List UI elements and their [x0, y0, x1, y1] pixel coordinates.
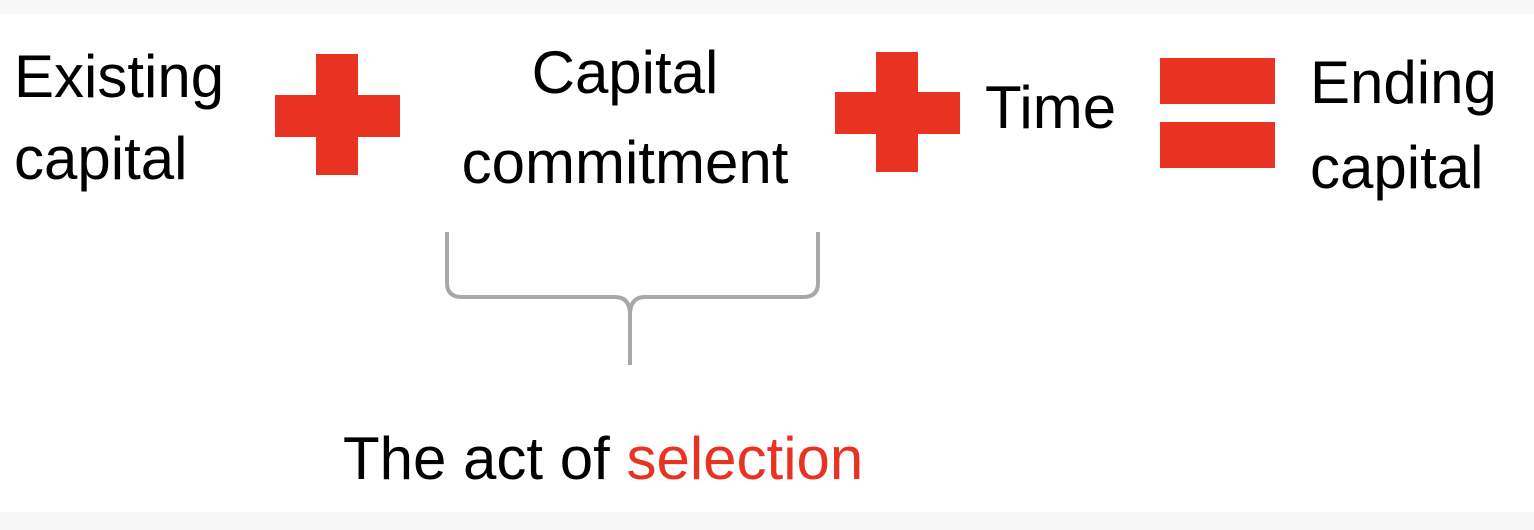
caption-highlight: selection: [626, 425, 864, 492]
existing-line2: capital: [14, 125, 188, 192]
top-band: [0, 0, 1534, 14]
ending-line2: capital: [1310, 134, 1484, 201]
time-term: Time: [985, 74, 1117, 141]
commitment-line2: commitment: [461, 129, 789, 196]
commitment-line1: Capital: [531, 39, 719, 106]
existing-line1: Existing: [14, 43, 225, 110]
bottom-band: [0, 512, 1534, 530]
caption: The act of selection: [343, 418, 863, 500]
ending-line1: Ending: [1310, 49, 1497, 116]
caption-prefix: The act of: [343, 425, 627, 492]
